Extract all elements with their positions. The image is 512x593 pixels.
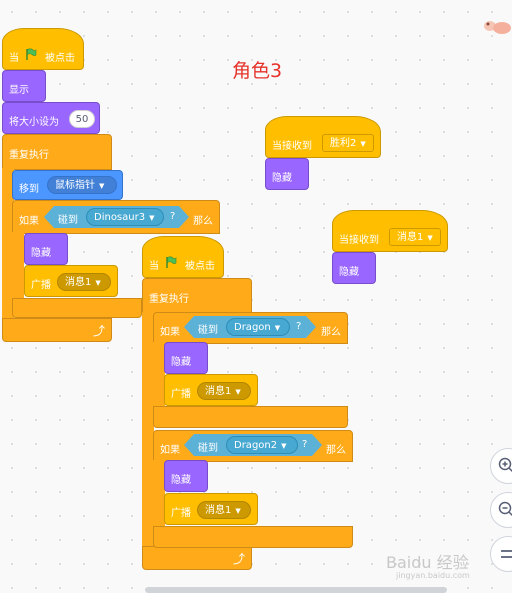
goto-target-dropdown[interactable]: 鼠标指针▼ xyxy=(47,176,117,194)
dropdown-caret-icon: ▼ xyxy=(235,388,241,396)
if-bottom-3 xyxy=(153,526,353,548)
dropdown-caret-icon: ▼ xyxy=(427,234,433,242)
hide-block-2[interactable]: 隐藏 xyxy=(164,342,208,374)
goto-block[interactable]: 移到 鼠标指针▼ xyxy=(12,170,123,200)
show-block[interactable]: 显示 xyxy=(2,70,46,102)
when-flag-clicked-hat-2[interactable]: 当 被点击 xyxy=(142,236,224,278)
touching-target-dropdown-2[interactable]: Dragon▼ xyxy=(226,318,290,336)
touching-block-2[interactable]: 碰到 Dragon▼ ? xyxy=(184,316,316,338)
sprite-title: 角色3 xyxy=(232,60,283,82)
if-arm-3 xyxy=(153,460,165,530)
broadcast-message-dropdown-2[interactable]: 消息1▼ xyxy=(197,382,251,400)
size-value-input[interactable]: 50 xyxy=(69,110,95,128)
set-size-block[interactable]: 将大小设为 50 xyxy=(2,102,100,134)
broadcast-block-2[interactable]: 广播 消息1▼ xyxy=(164,374,258,406)
zoom-in-icon xyxy=(498,457,512,473)
hide-block-3[interactable]: 隐藏 xyxy=(164,460,208,492)
dropdown-caret-icon: ▼ xyxy=(149,214,155,222)
forever-bottom-2[interactable]: ⤴ xyxy=(142,546,252,570)
horizontal-scrollbar[interactable] xyxy=(145,587,447,593)
sprite-thumbnail-icon[interactable] xyxy=(480,16,512,40)
dropdown-caret-icon: ▼ xyxy=(360,140,366,148)
forever-block-2[interactable]: 重复执行 xyxy=(142,278,252,314)
dropdown-caret-icon: ▼ xyxy=(95,279,101,287)
if-arm-2 xyxy=(153,342,165,412)
loop-arrow-icon: ⤴ xyxy=(233,552,246,566)
watermark-url: jingyan.baidu.com xyxy=(396,571,470,580)
when-receive-hat-2[interactable]: 当接收到 消息1▼ xyxy=(332,210,448,252)
green-flag-icon xyxy=(26,48,37,60)
hide-block-5[interactable]: 隐藏 xyxy=(332,252,376,284)
touching-block-1[interactable]: 碰到 Dinosaur3▼ ? xyxy=(44,206,189,228)
broadcast-block-1[interactable]: 广播 消息1▼ xyxy=(24,265,118,297)
green-flag-icon xyxy=(166,256,177,268)
dropdown-caret-icon: ▼ xyxy=(274,324,281,332)
zoom-reset-icon xyxy=(501,550,512,558)
touching-target-dropdown[interactable]: Dinosaur3▼ xyxy=(86,208,164,226)
receive-message-dropdown-1[interactable]: 胜利2▼ xyxy=(322,134,374,152)
receive-message-dropdown-2[interactable]: 消息1▼ xyxy=(389,228,441,246)
touching-target-dropdown-3[interactable]: Dragon2▼ xyxy=(226,436,298,454)
hide-block-4[interactable]: 隐藏 xyxy=(265,158,309,190)
if-bottom-2 xyxy=(153,406,348,428)
loop-arrow-icon: ⤴ xyxy=(93,324,106,338)
when-receive-hat-1[interactable]: 当接收到 胜利2▼ xyxy=(265,116,381,158)
zoom-in-button[interactable] xyxy=(490,448,512,484)
hide-block-1[interactable]: 隐藏 xyxy=(24,233,68,265)
touching-block-3[interactable]: 碰到 Dragon2▼ ? xyxy=(184,434,322,456)
forever-bottom-1[interactable]: ⤴ xyxy=(2,318,112,342)
forever-arm-1 xyxy=(2,168,14,328)
zoom-out-button[interactable] xyxy=(490,492,512,528)
broadcast-message-dropdown-3[interactable]: 消息1▼ xyxy=(197,501,251,519)
dropdown-caret-icon: ▼ xyxy=(99,182,105,190)
dropdown-caret-icon: ▼ xyxy=(235,507,241,515)
broadcast-message-dropdown[interactable]: 消息1▼ xyxy=(57,273,111,291)
watermark: Baidu 经验 xyxy=(386,553,469,572)
zoom-out-icon xyxy=(498,501,512,517)
if-arm-1 xyxy=(12,232,24,302)
forever-arm-2 xyxy=(142,312,154,552)
dropdown-caret-icon: ▼ xyxy=(281,442,287,450)
when-flag-clicked-hat[interactable]: 当 被点击 xyxy=(2,28,84,70)
forever-block-1[interactable]: 重复执行 xyxy=(2,134,112,170)
broadcast-block-3[interactable]: 广播 消息1▼ xyxy=(164,493,258,525)
zoom-reset-button[interactable] xyxy=(490,536,512,572)
if-bottom-1 xyxy=(12,298,142,318)
